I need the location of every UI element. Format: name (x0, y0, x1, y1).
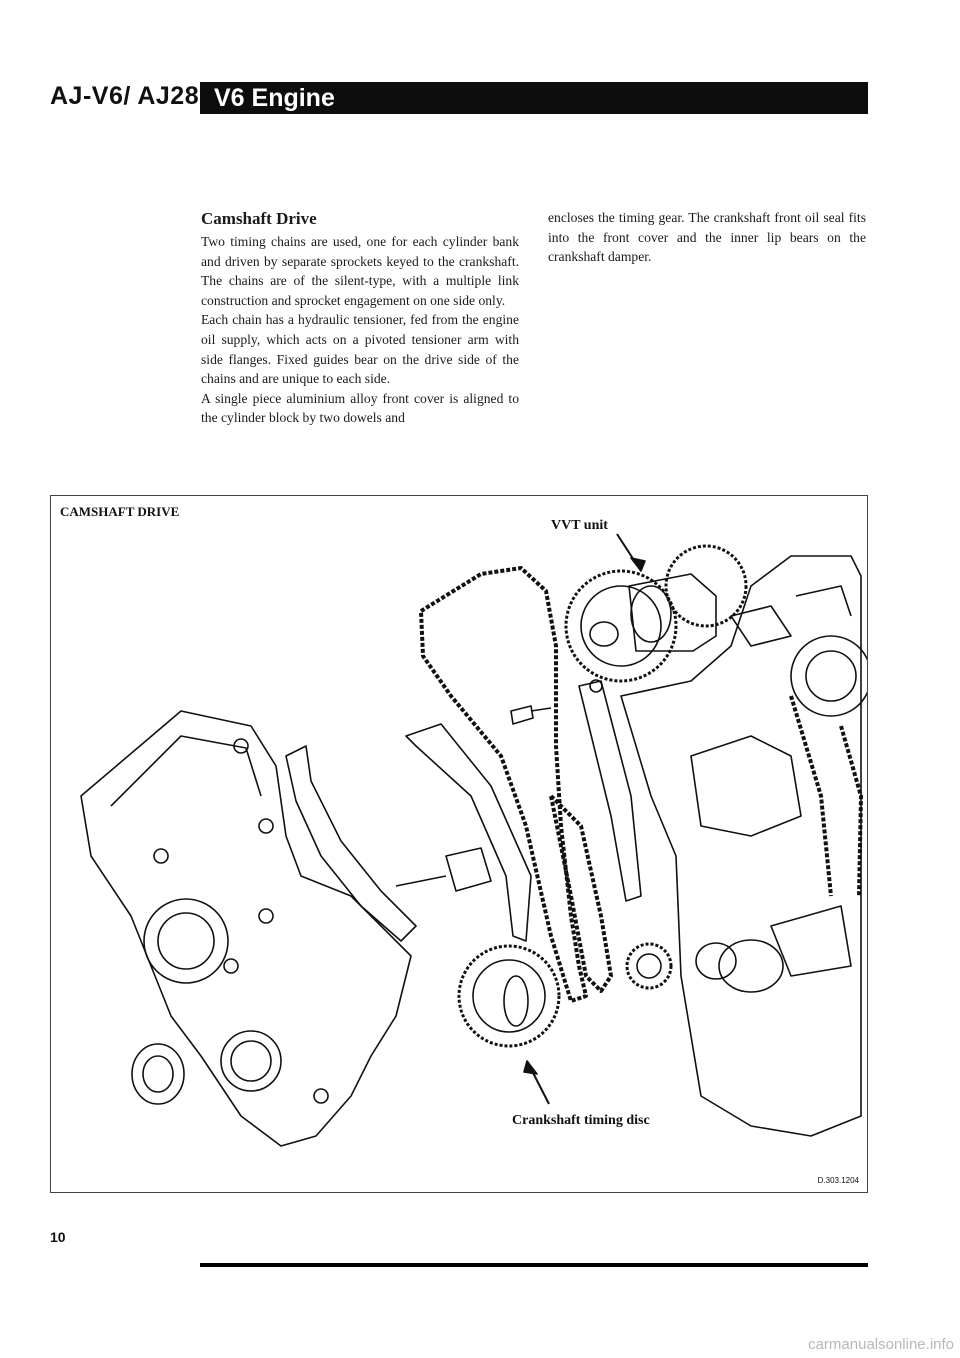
camshaft-drive-figure: CAMSHAFT DRIVE VVT unit Crankshaft timin… (50, 495, 868, 1193)
paragraph: Each chain has a hydraulic tensioner, fe… (201, 312, 519, 387)
watermark: carmanualsonline.info (808, 1336, 954, 1353)
document-title: V6 Engine (214, 84, 335, 112)
document-model: AJ-V6/ AJ28 (50, 82, 200, 110)
timing-chain (419, 566, 588, 1003)
crank-bore (143, 898, 229, 984)
vvt-unit (628, 573, 717, 652)
page-number: 10 (50, 1229, 66, 1245)
paragraph: Two timing chains are used, one for each… (201, 234, 519, 308)
section-heading: Camshaft Drive (201, 209, 317, 228)
text-column-right: encloses the timing gear. The crankshaft… (548, 208, 866, 267)
engine-drawing (80, 533, 867, 1147)
crank-oil-seal (131, 1043, 185, 1105)
seal-bore (220, 1030, 282, 1092)
tensioner-arm (285, 745, 417, 942)
text-column-left: Camshaft Drive Two timing chains are use… (201, 208, 519, 428)
paragraph: encloses the timing gear. The crankshaft… (548, 210, 866, 265)
callout-crankshaft-timing-disc: Crankshaft timing disc (512, 1113, 650, 1128)
figure-reference: D.303.1204 (817, 1176, 859, 1185)
cam-sprocket (564, 569, 678, 683)
footer-rule (200, 1263, 868, 1267)
hydraulic-tensioner (445, 847, 492, 892)
header-bar: V6 Engine (200, 82, 868, 114)
callout-vvt-unit: VVT unit (551, 518, 608, 533)
paragraph: A single piece aluminium alloy front cov… (201, 390, 519, 426)
front-cover (80, 710, 412, 1147)
crankshaft-nose (718, 939, 784, 993)
figure-caption: CAMSHAFT DRIVE (60, 504, 180, 519)
crankshaft-timing-disc (457, 944, 561, 1048)
fixed-guide (405, 723, 532, 942)
